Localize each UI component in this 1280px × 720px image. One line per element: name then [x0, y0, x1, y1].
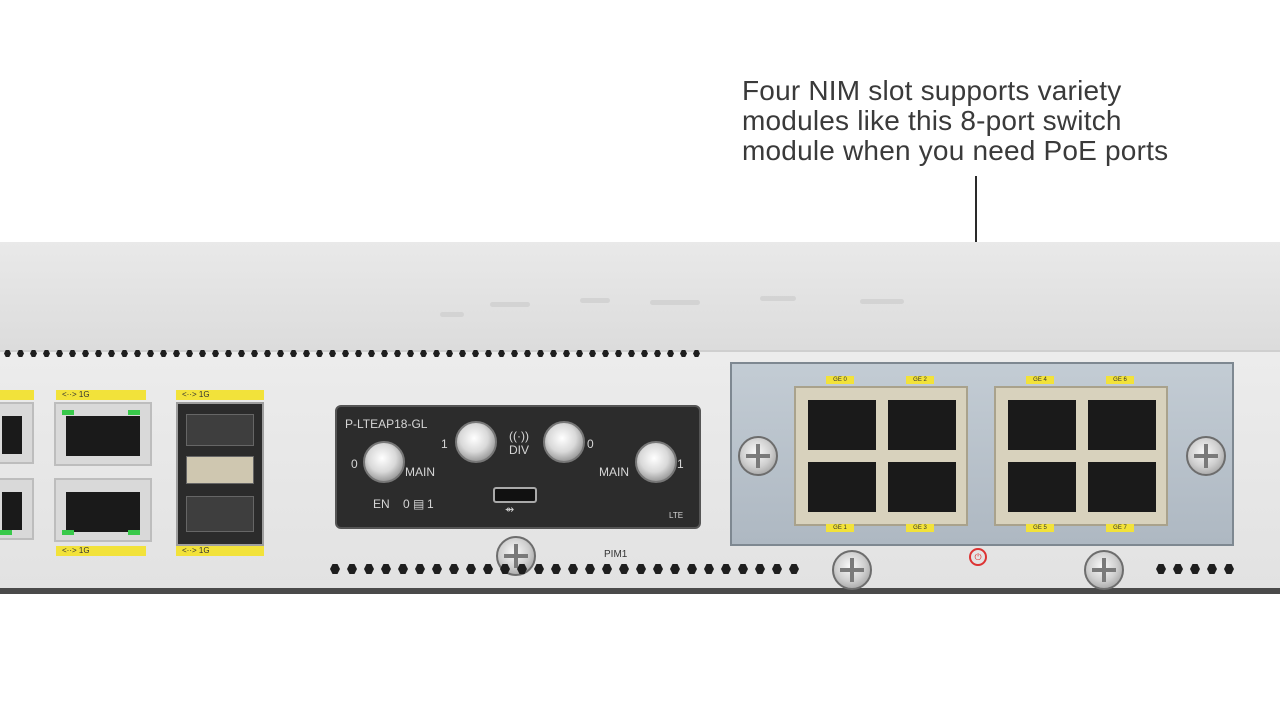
pim-lte-module: P-LTEAP18-GL 0 MAIN 1 ((·)) DIV 0 MAIN 1…	[335, 405, 701, 529]
rj45-port[interactable]	[0, 402, 34, 464]
link-led	[128, 530, 140, 535]
nim-rj45-port[interactable]	[1088, 462, 1156, 512]
power-icon: ⏻	[969, 548, 987, 566]
sim-slot-label: 1	[427, 497, 434, 511]
caption-line-1: Four NIM slot supports variety	[742, 75, 1122, 106]
sfp-port-cage[interactable]	[176, 402, 264, 546]
ge-port-label: GE 0	[826, 376, 854, 384]
surface-mark	[490, 302, 530, 307]
antenna-main-label: MAIN	[405, 465, 435, 479]
sim-icon: ▤	[413, 497, 425, 511]
link-led	[62, 410, 74, 415]
antenna-main-label: MAIN	[599, 465, 629, 479]
nim-rj45-port[interactable]	[1008, 400, 1076, 450]
nim-rj45-port[interactable]	[808, 462, 876, 512]
caption-line-2: modules like this 8-port switch	[742, 105, 1122, 136]
pim-model-label: P-LTEAP18-GL	[345, 417, 428, 431]
nim-thumb-screw-left[interactable]	[738, 436, 778, 476]
antenna-index-label: 1	[677, 457, 684, 471]
surface-mark	[650, 300, 700, 305]
usb-icon: ⇴	[505, 504, 515, 516]
en-label: EN	[373, 497, 390, 511]
surface-mark	[860, 299, 904, 304]
port-speed-label: 1G	[198, 546, 210, 555]
surface-mark	[580, 298, 610, 303]
link-led	[0, 530, 12, 535]
ge-port-label: GE 5	[1026, 524, 1054, 532]
nim-rj45-port[interactable]	[1088, 400, 1156, 450]
vent-row-top	[4, 350, 700, 357]
antenna-connector-div-0[interactable]	[543, 421, 585, 463]
vent-row-bottom-right	[1156, 564, 1234, 574]
port-speed-label: 1G	[78, 546, 90, 555]
nim-port-group-right	[994, 386, 1168, 526]
bottom-thumb-screw-left[interactable]	[832, 550, 872, 590]
nim-8-port-switch-module: GE 0 GE 2 GE 4 GE 6 GE 1 GE 3 GE 5 GE 7	[730, 362, 1234, 546]
port-label-strip: <··> 1G	[176, 546, 264, 556]
port-label-strip: <··> 1G	[56, 390, 146, 400]
caption-line-3: module when you need PoE ports	[742, 135, 1169, 166]
lte-label: LTE	[669, 511, 684, 520]
nim-thumb-screw-right[interactable]	[1186, 436, 1226, 476]
port-label-strip: <··> 1G	[176, 390, 264, 400]
sim-slot-label: 0	[403, 497, 410, 511]
rj45-port[interactable]	[0, 478, 34, 540]
nim-rj45-port[interactable]	[888, 400, 956, 450]
ge-port-label: GE 7	[1106, 524, 1134, 532]
ge-port-label: GE 2	[906, 376, 934, 384]
link-led	[128, 410, 140, 415]
wireless-icon: ((·))	[509, 429, 529, 443]
antenna-index-label: 0	[587, 437, 594, 451]
ge-port-label: GE 6	[1106, 376, 1134, 384]
port-label-strip	[0, 390, 34, 400]
ge-port-label: GE 4	[1026, 376, 1054, 384]
slot-label: PIM1	[604, 549, 628, 560]
vent-row-bottom	[330, 564, 799, 574]
caption-text: Four NIM slot supports variety modules l…	[742, 76, 1262, 166]
usb-c-port[interactable]	[493, 487, 537, 503]
chassis-bottom-edge	[0, 588, 1280, 594]
nim-rj45-port[interactable]	[808, 400, 876, 450]
ge-port-label: GE 1	[826, 524, 854, 532]
surface-mark	[760, 296, 796, 301]
port-label-strip: <··> 1G	[56, 546, 146, 556]
nim-rj45-port[interactable]	[888, 462, 956, 512]
antenna-connector-main-0[interactable]	[363, 441, 405, 483]
nim-port-group-left	[794, 386, 968, 526]
bottom-thumb-screw-right[interactable]	[1084, 550, 1124, 590]
nim-rj45-port[interactable]	[1008, 462, 1076, 512]
link-led	[62, 530, 74, 535]
antenna-connector-main-1[interactable]	[635, 441, 677, 483]
chassis-top-face	[0, 242, 1280, 350]
antenna-div-label: DIV	[509, 443, 530, 457]
surface-mark	[440, 312, 464, 317]
port-speed-label: 1G	[78, 390, 90, 399]
antenna-connector-div-1[interactable]	[455, 421, 497, 463]
port-speed-label: 1G	[198, 390, 210, 399]
antenna-index-label: 1	[441, 437, 448, 451]
ge-port-label: GE 3	[906, 524, 934, 532]
antenna-index-label: 0	[351, 457, 358, 471]
